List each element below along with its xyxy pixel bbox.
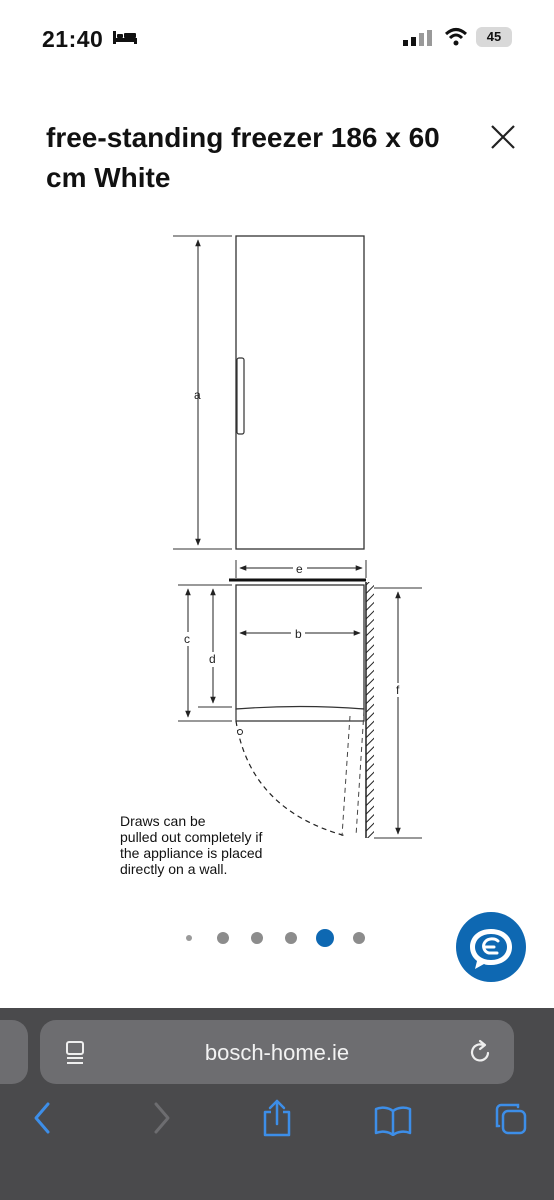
dimension-diagram: a e b c d f Draws can be pulled out comp… [120,235,422,877]
previous-tab-preview[interactable] [0,1020,28,1084]
battery-level: 45 [486,29,502,44]
bookmarks-icon[interactable] [374,1104,412,1136]
share-icon[interactable] [260,1098,294,1138]
forward-icon[interactable] [150,1100,174,1136]
carousel-pagination [180,928,380,948]
wifi-icon [444,28,468,46]
reader-mode-icon[interactable] [64,1040,88,1066]
product-title: free-standing freezer 186 x 60 cm White [46,122,440,193]
dimension-label-e: e [296,562,303,576]
note-line: directly on a wall. [120,861,227,877]
note-line: Draws can be [120,813,206,829]
back-icon[interactable] [30,1100,54,1136]
tabs-icon[interactable] [494,1102,528,1136]
carousel-dot[interactable] [186,935,192,941]
dimension-label-a: a [194,388,201,402]
diagram-note: Draws can be pulled out completely if th… [120,813,263,877]
sleep-focus-icon [113,31,137,44]
top-view [178,560,422,839]
dimension-label-c: c [184,632,190,646]
carousel-dot[interactable] [217,932,229,944]
status-bar: 21:40 45 [0,0,554,70]
carousel-dot-active[interactable] [316,929,334,947]
battery-icon: 45 [476,27,512,47]
carousel-dot[interactable] [251,932,263,944]
status-time: 21:40 [42,26,104,52]
cellular-signal-icon [403,30,432,46]
url-text: bosch-home.ie [204,1040,350,1065]
note-line: the appliance is placed [120,845,262,861]
note-line: pulled out completely if [120,829,263,845]
chat-icon [470,929,512,969]
dimension-label-f: f [396,683,400,697]
carousel-dot[interactable] [285,932,297,944]
chat-button[interactable] [456,912,526,982]
reload-icon[interactable] [468,1038,494,1066]
dimension-label-b: b [295,627,302,641]
close-icon[interactable] [486,120,520,154]
dimension-label-d: d [209,652,216,666]
carousel-dot[interactable] [353,932,365,944]
address-bar[interactable]: bosch-home.ie [40,1020,514,1084]
front-view [173,235,365,550]
